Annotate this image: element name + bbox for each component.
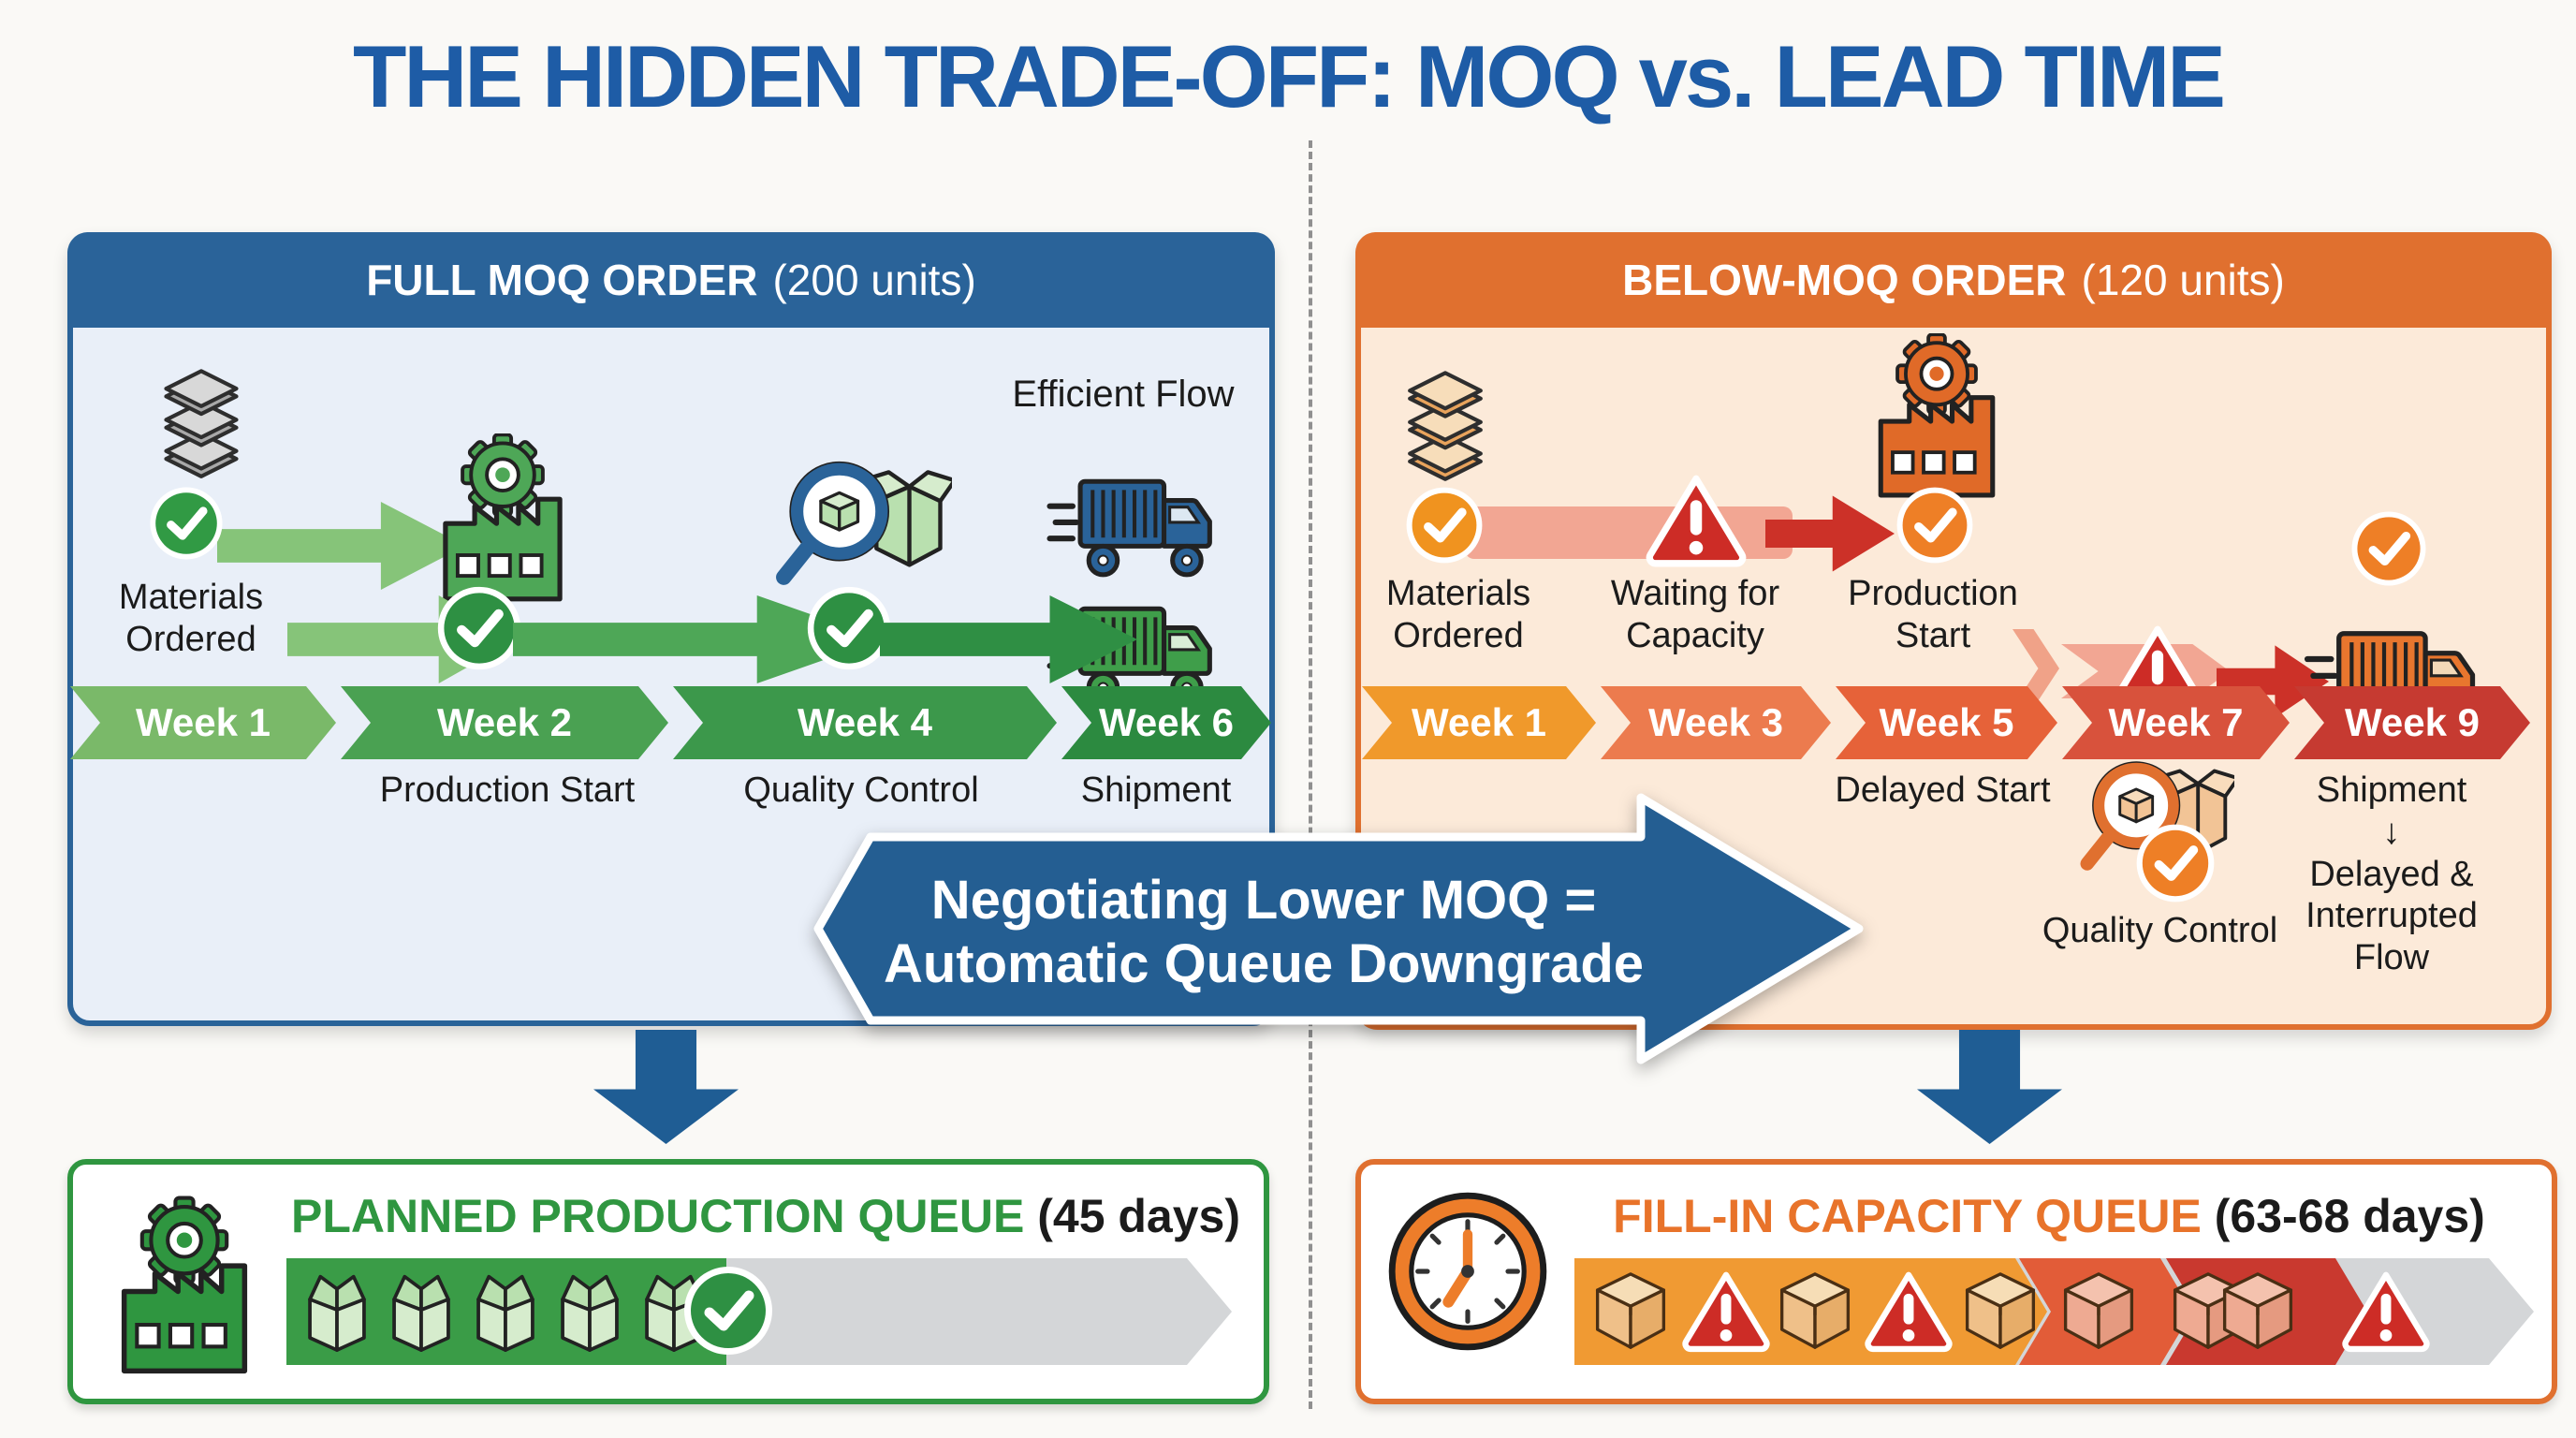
below-moq-title: BELOW-MOQ ORDER <box>1622 256 2067 304</box>
open-box-icon <box>550 1266 629 1357</box>
box-icon <box>1775 1268 1855 1354</box>
full-moq-panel-header: FULL MOQ ORDER (200 units) <box>67 232 1275 328</box>
week-segment: Week 1 <box>1362 686 1596 759</box>
week-segment: Week 5 <box>1836 686 2057 759</box>
open-box-icon <box>298 1266 376 1357</box>
box-icon <box>1590 1268 1671 1354</box>
check-icon <box>681 1264 775 1357</box>
materials-stack-icon <box>140 363 262 480</box>
week-segment: Week 1 <box>70 686 336 759</box>
open-box-icon <box>382 1266 461 1357</box>
week-segment: Week 7 <box>2062 686 2290 759</box>
queue-downgrade-arrow: Negotiating Lower MOQ = Automatic Queue … <box>812 788 1866 1069</box>
warning-icon <box>1862 1266 1955 1356</box>
factory-icon <box>101 1185 268 1387</box>
below-moq-units: (120 units) <box>2081 256 2285 304</box>
box-icon <box>2217 1268 2298 1354</box>
planned-queue-title-text: PLANNED PRODUCTION QUEUE <box>290 1190 1025 1242</box>
week-segment: Week 2 <box>341 686 668 759</box>
materials-stack-icon <box>1383 365 1507 483</box>
week-segment: Week 6 <box>1061 686 1271 759</box>
materials-ordered-label: Materials Ordered <box>1385 574 1531 655</box>
full-moq-units: (200 units) <box>772 256 976 304</box>
warning-icon <box>1679 1266 1773 1356</box>
fill-in-queue-title: FILL-IN CAPACITY QUEUE (63-68 days) <box>1562 1189 2536 1243</box>
waiting-capacity-label: Waiting for Capacity <box>1610 574 1780 655</box>
open-box-icon <box>466 1266 545 1357</box>
factory-icon <box>423 433 582 604</box>
check-icon <box>1895 485 1975 565</box>
production-start-label: Production Start <box>379 770 636 810</box>
efficient-flow-label: Efficient Flow <box>1012 374 1235 415</box>
planned-queue-days: (45 days) <box>1024 1190 1241 1242</box>
delayed-flow-label: Delayed & Interrupted Flow <box>2305 854 2478 978</box>
production-start-label: Production Start <box>1848 574 2018 655</box>
shipment-label: Shipment <box>1080 770 1232 810</box>
week-segment: Week 3 <box>1601 686 1831 759</box>
full-moq-title: FULL MOQ ORDER <box>366 256 758 304</box>
quality-control-label: Quality Control <box>743 770 979 810</box>
check-icon <box>2134 822 2217 904</box>
down-arrow-icon <box>593 1030 739 1144</box>
factory-icon <box>1858 333 2015 500</box>
check-icon <box>435 584 523 672</box>
check-icon <box>2349 509 2428 588</box>
week-segment: Week 4 <box>673 686 1057 759</box>
vertical-dashed-divider <box>1309 140 1312 1409</box>
check-icon <box>1404 485 1485 565</box>
warning-icon <box>1640 471 1752 568</box>
delayed-start-label: Delayed Start <box>1835 770 2051 810</box>
warning-icon <box>2339 1266 2433 1356</box>
shipment-outcome-label: Shipment ↓ Delayed & Interrupted Flow <box>2275 770 2509 979</box>
fill-in-capacity-queue-box: FILL-IN CAPACITY QUEUE (63-68 days) <box>1355 1159 2557 1404</box>
down-arrow-icon <box>1917 1030 2062 1144</box>
planned-production-queue-box: PLANNED PRODUCTION QUEUE (45 days) <box>67 1159 1269 1404</box>
quality-inspection-icon <box>774 448 952 602</box>
quality-control-label: Quality Control <box>2042 911 2278 950</box>
fill-in-queue-days: (63-68 days) <box>2201 1190 2485 1242</box>
week-segment: Week 9 <box>2294 686 2530 759</box>
box-icon <box>1960 1268 2041 1354</box>
below-moq-panel-header: BELOW-MOQ ORDER (120 units) <box>1355 232 2552 328</box>
truck-icon <box>1046 468 1222 582</box>
page-title: THE HIDDEN TRADE-OFF: MOQ vs. LEAD TIME <box>353 27 2226 125</box>
check-icon <box>805 584 893 672</box>
check-icon <box>148 485 225 562</box>
queue-downgrade-text: Negotiating Lower MOQ = Automatic Queue … <box>883 870 1645 994</box>
down-arrow-glyph: ↓ <box>2382 812 2401 852</box>
clock-icon <box>1387 1191 1548 1352</box>
box-icon <box>2058 1268 2139 1354</box>
fill-in-queue-title-text: FILL-IN CAPACITY QUEUE <box>1613 1190 2202 1242</box>
shipment-label: Shipment <box>2316 770 2467 810</box>
planned-queue-title: PLANNED PRODUCTION QUEUE (45 days) <box>284 1189 1248 1243</box>
materials-ordered-label: Materials Ordered <box>118 578 264 659</box>
